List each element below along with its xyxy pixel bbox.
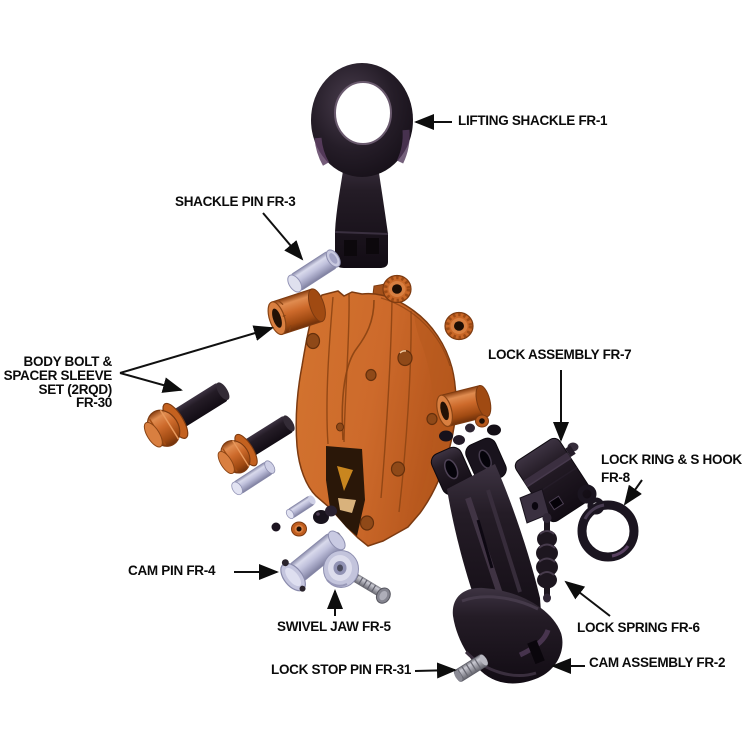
label-lock-ring-line2: FR-8 (601, 470, 630, 485)
small-hardware-cluster (271, 505, 337, 537)
label-body-bolt-line1: BODY BOLT & (23, 354, 113, 369)
label-lock-ring-line1: LOCK RING & S HOOK (601, 452, 742, 467)
arrow-shackle-pin (262, 212, 304, 261)
label-shackle-pin: SHACKLE PIN FR-3 (175, 194, 296, 209)
lock-ring-s-hook-part (577, 484, 639, 562)
label-swivel-jaw: SWIVEL JAW FR-5 (277, 619, 391, 634)
spacer-pin-part (231, 460, 276, 496)
lock-assembly-part (514, 437, 594, 524)
label-body-bolt-line2: SPACER SLEEVE (3, 367, 113, 383)
callout-arrows (119, 114, 643, 679)
arrow-lock-stop-pin (414, 662, 457, 679)
label-lifting-shackle: LIFTING SHACKLE FR-1 (458, 113, 608, 128)
body-nut-upper-part (382, 274, 412, 304)
label-lock-spring: LOCK SPRING FR-6 (577, 620, 700, 635)
label-lock-stop-pin: LOCK STOP PIN FR-31 (271, 662, 412, 677)
clamp-body-part (295, 290, 457, 547)
label-body-bolt-set: BODY BOLT & SPACER SLEEVE SET (2RQD) FR-… (2, 354, 113, 411)
label-cam-assembly: CAM ASSEMBLY FR-2 (589, 655, 726, 670)
arrow-spacer-sleeve (119, 325, 274, 374)
arrow-body-bolt (119, 372, 183, 393)
body-nut-lower-part (444, 311, 474, 341)
lock-spring-part (536, 513, 558, 603)
spacer-sleeve-right-part (436, 385, 492, 428)
body-bolt-1-part (143, 382, 230, 448)
shackle-pin-part (287, 249, 341, 293)
swivel-jaw-part (323, 550, 391, 604)
label-lock-assembly: LOCK ASSEMBLY FR-7 (488, 347, 632, 362)
arrow-lock-ring (623, 479, 643, 506)
label-body-bolt-line4: FR-30 (75, 395, 112, 411)
arrow-lock-spring (564, 580, 611, 617)
body-bolt-2-part (217, 415, 295, 475)
small-pin-part (285, 495, 316, 520)
cam-pin-part (280, 530, 346, 592)
spacer-sleeve-upper-part (267, 288, 326, 336)
label-body-bolt-line3: SET (2RQD) (38, 381, 112, 397)
lifting-shackle-part (311, 63, 413, 268)
small-hex-nuts-right (439, 414, 501, 445)
label-cam-pin: CAM PIN FR-4 (128, 563, 216, 578)
